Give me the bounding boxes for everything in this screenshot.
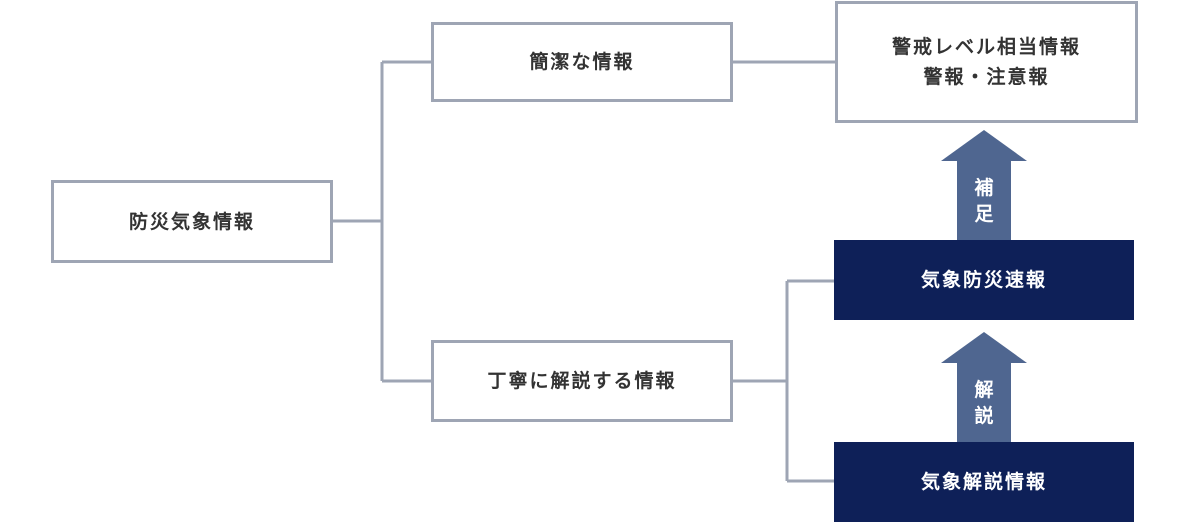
node-concise-info: 簡潔な情報 [431,22,733,102]
arrow-body: 解 説 [957,363,1011,442]
arrow-up-supplement: 補 足 [941,130,1027,240]
node-label: 気象解説情報 [920,471,1047,493]
arrow-body: 補 足 [957,161,1011,240]
node-disaster-weather-info: 防災気象情報 [51,180,333,263]
node-label: 丁寧に解説する情報 [487,370,677,392]
node-detailed-info: 丁寧に解説する情報 [431,340,733,422]
node-label-line1: 警戒レベル相当情報 [891,36,1081,58]
node-label-line2: 警報・注意報 [923,66,1050,88]
arrow-label-char: 補 [974,176,994,199]
arrow-label-char: 足 [974,202,994,225]
node-label: 防災気象情報 [128,210,255,233]
arrow-head [941,130,1027,161]
node-label: 気象防災速報 [920,269,1047,291]
node-weather-explanation-info: 気象解説情報 [834,442,1134,522]
arrow-head [941,332,1027,363]
node-weather-disaster-flash: 気象防災速報 [834,240,1134,320]
arrow-label-char: 説 [974,404,994,427]
arrow-label-char: 解 [974,378,994,401]
node-label: 簡潔な情報 [529,51,635,73]
node-warning-level-info: 警戒レベル相当情報 警報・注意報 [835,1,1138,123]
arrow-up-explain: 解 説 [941,332,1027,442]
